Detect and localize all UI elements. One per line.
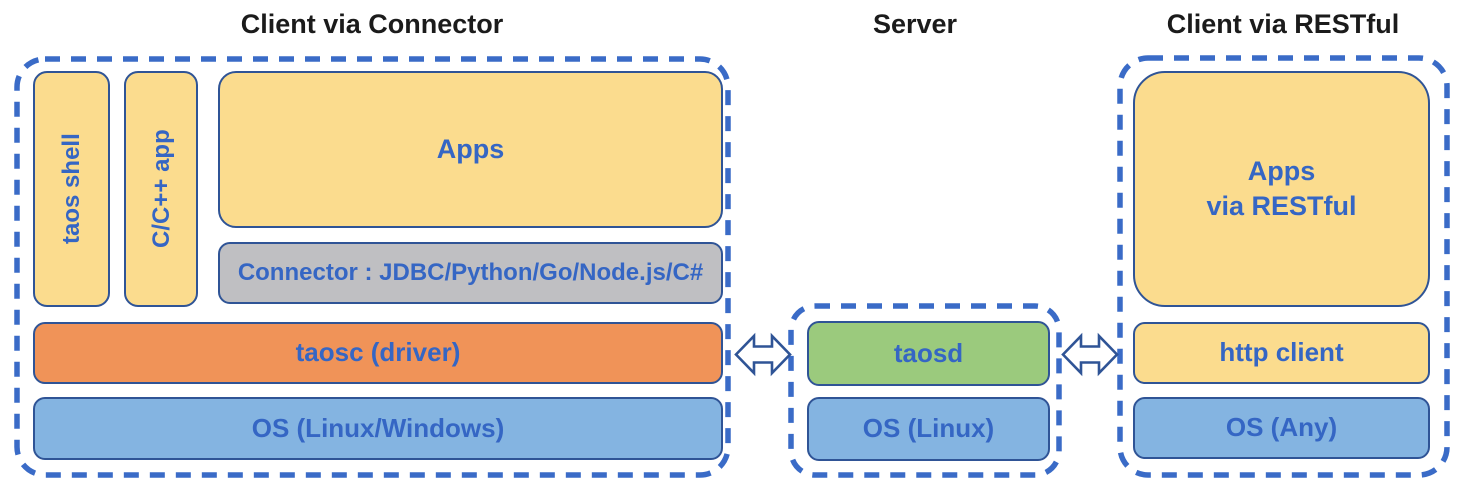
arrow-shape [734,332,792,377]
taosc-driver-box: taosc (driver) [33,322,723,384]
taosd-box: taosd [807,321,1050,386]
http-client-box: http client [1133,322,1430,384]
client-restful-container [1117,55,1450,478]
os-linux-windows-box: OS (Linux/Windows) [33,397,723,460]
dashed-border [1117,55,1450,478]
bidirectional-arrow-icon [1061,332,1119,377]
apps-via-restful-box: Apps via RESTful [1133,71,1430,307]
bidirectional-arrow-icon [734,332,792,377]
connector-label: Connector : JDBC/Python/Go/Node.js/C# [237,259,704,287]
taosd-label: taosd [893,337,964,368]
apps-via-restful-label: Apps via RESTful [1206,154,1356,224]
section-title-client-connector: Client via Connector [240,9,504,39]
os-linux-windows-label: OS (Linux/Windows) [251,412,505,443]
apps-via-restful-line1: Apps [1247,155,1316,186]
server-container [788,303,1062,478]
http-client-label: http client [1219,337,1344,368]
apps-label: Apps [436,133,505,164]
apps-box: Apps [218,71,723,228]
os-any-box: OS (Any) [1133,397,1430,459]
dashed-border [14,56,731,478]
taos-shell-label: taos shell [57,133,85,245]
connector-box: Connector : JDBC/Python/Go/Node.js/C# [218,242,723,304]
cpp-app-label: C/C++ app [147,129,175,249]
taos-shell-box: taos shell [33,71,110,307]
arrow-shape [1061,332,1119,377]
cpp-app-box: C/C++ app [124,71,198,307]
apps-via-restful-line2: via RESTful [1206,191,1357,221]
taosc-driver-label: taosc (driver) [295,337,461,368]
os-linux-label: OS (Linux) [862,413,995,444]
client-connector-container [14,56,731,478]
section-title-server: Server [872,9,958,39]
section-title-client-restful: Client via RESTful [1166,9,1400,39]
os-linux-box: OS (Linux) [807,397,1050,461]
dashed-border [788,303,1062,478]
os-any-label: OS (Any) [1225,412,1338,443]
